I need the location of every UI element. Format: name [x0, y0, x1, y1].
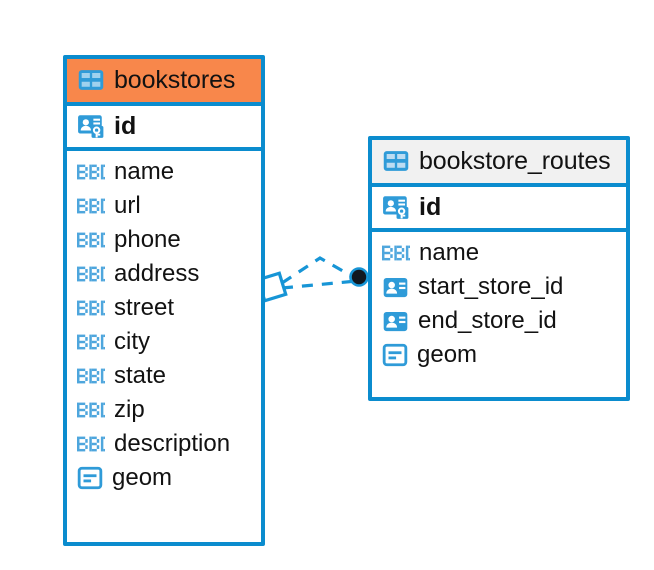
abc-text-icon — [77, 331, 105, 353]
abc-text-icon — [77, 161, 105, 183]
table-icon — [382, 147, 410, 175]
entity-field-row[interactable]: geom — [372, 338, 626, 372]
field-label: zip — [114, 396, 145, 423]
foreign-key-icon — [382, 308, 409, 335]
entity-title: bookstore_routes — [419, 147, 611, 175]
relationship-circle-endpoint — [349, 267, 369, 287]
geometry-icon — [77, 465, 103, 491]
abc-text-icon — [77, 365, 105, 387]
entity-header-bookstores[interactable]: bookstores — [67, 59, 261, 106]
entity-field-row[interactable]: name — [67, 155, 261, 189]
entity-field-row[interactable]: city — [67, 325, 261, 359]
field-label: phone — [114, 226, 181, 253]
field-label: description — [114, 430, 231, 457]
field-label: state — [114, 362, 167, 389]
entity-field-row[interactable]: address — [67, 257, 261, 291]
entity-field-row[interactable]: start_store_id — [372, 270, 626, 304]
field-label: city — [114, 328, 150, 355]
field-label: address — [114, 260, 200, 287]
field-label: name — [114, 158, 175, 185]
geometry-icon — [382, 342, 408, 368]
entity-field-row[interactable]: state — [67, 359, 261, 393]
primary-key-icon — [382, 193, 410, 221]
entity-field-row[interactable]: street — [67, 291, 261, 325]
entity-field-list: name — [67, 151, 261, 501]
entity-field-primary-key[interactable]: id — [372, 187, 626, 232]
entity-field-row[interactable]: zip — [67, 393, 261, 427]
field-label: geom — [112, 464, 173, 491]
field-label: id — [419, 192, 442, 221]
field-label: url — [114, 192, 141, 219]
field-label: street — [114, 294, 175, 321]
entity-field-row[interactable]: phone — [67, 223, 261, 257]
entity-bookstores[interactable]: bookstores id — [63, 55, 265, 546]
field-label: end_store_id — [418, 307, 557, 334]
abc-text-icon — [77, 229, 105, 251]
entity-title: bookstores — [114, 66, 236, 94]
field-label: start_store_id — [418, 273, 564, 300]
entity-field-row[interactable]: url — [67, 189, 261, 223]
entity-field-primary-key[interactable]: id — [67, 106, 261, 151]
entity-bookstore-routes[interactable]: bookstore_routes id — [368, 136, 630, 401]
relationship-line-upper — [281, 256, 358, 285]
abc-text-icon — [77, 297, 105, 319]
abc-text-icon — [77, 433, 105, 455]
abc-text-icon — [382, 242, 410, 264]
entity-field-row[interactable]: description — [67, 427, 261, 461]
abc-text-icon — [77, 195, 105, 217]
field-label: id — [114, 111, 137, 140]
primary-key-icon — [77, 112, 105, 140]
field-label: name — [419, 239, 480, 266]
entity-field-row[interactable]: geom — [67, 461, 261, 495]
foreign-key-icon — [382, 274, 409, 301]
entity-header-bookstore-routes[interactable]: bookstore_routes — [372, 140, 626, 187]
entity-field-list: name start_store_id — [372, 232, 626, 378]
abc-text-icon — [77, 263, 105, 285]
entity-field-row[interactable]: end_store_id — [372, 304, 626, 338]
abc-text-icon — [77, 399, 105, 421]
table-icon — [77, 66, 105, 94]
relationship-line-lower — [281, 279, 358, 290]
field-label: geom — [417, 341, 478, 368]
entity-field-row[interactable]: name — [372, 236, 626, 270]
